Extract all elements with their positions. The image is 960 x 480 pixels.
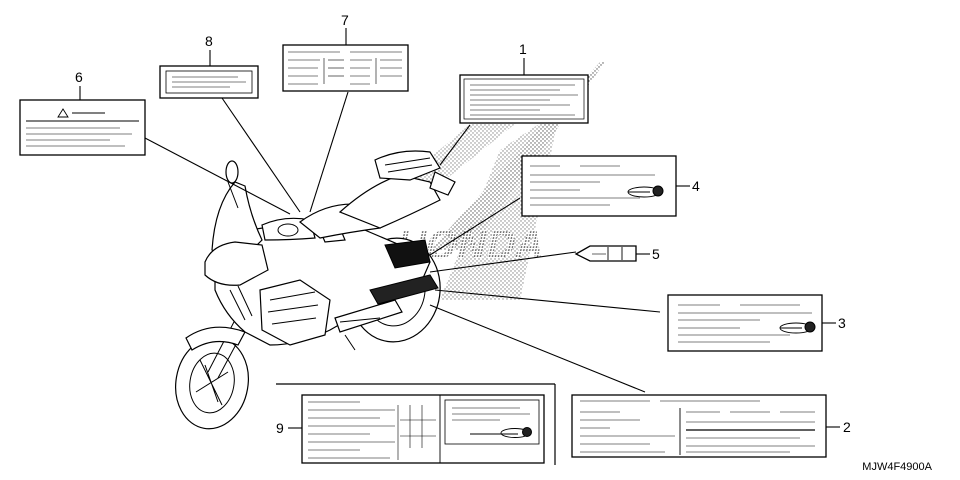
label-3-panel bbox=[667, 294, 823, 352]
callout-9: 9 bbox=[276, 420, 284, 436]
callout-8: 8 bbox=[205, 33, 213, 49]
arrow-pointer-icon bbox=[779, 321, 816, 334]
callout-4: 4 bbox=[692, 178, 700, 194]
label-4-panel bbox=[521, 155, 677, 217]
label-8-panel bbox=[159, 65, 259, 99]
leader-lines bbox=[79, 28, 840, 429]
callout-1: 1 bbox=[519, 41, 527, 57]
diagram-code: MJW4F4900A bbox=[862, 461, 932, 473]
label-6-panel bbox=[19, 99, 146, 156]
warning-triangle-icon bbox=[57, 108, 69, 118]
callout-2: 2 bbox=[843, 419, 851, 435]
label-1-panel bbox=[459, 74, 589, 124]
arrow-pointer-icon bbox=[470, 427, 532, 438]
label-9-panel bbox=[276, 383, 556, 465]
callout-3: 3 bbox=[838, 315, 846, 331]
arrow-pointer-icon bbox=[627, 185, 664, 198]
motorcycle-illustration bbox=[175, 150, 456, 430]
callout-6: 6 bbox=[75, 69, 83, 85]
callout-7: 7 bbox=[341, 12, 349, 28]
label-2-panel bbox=[571, 394, 827, 458]
label-5-panel bbox=[574, 245, 637, 262]
label-7-panel bbox=[282, 44, 409, 92]
callout-5: 5 bbox=[652, 246, 660, 262]
